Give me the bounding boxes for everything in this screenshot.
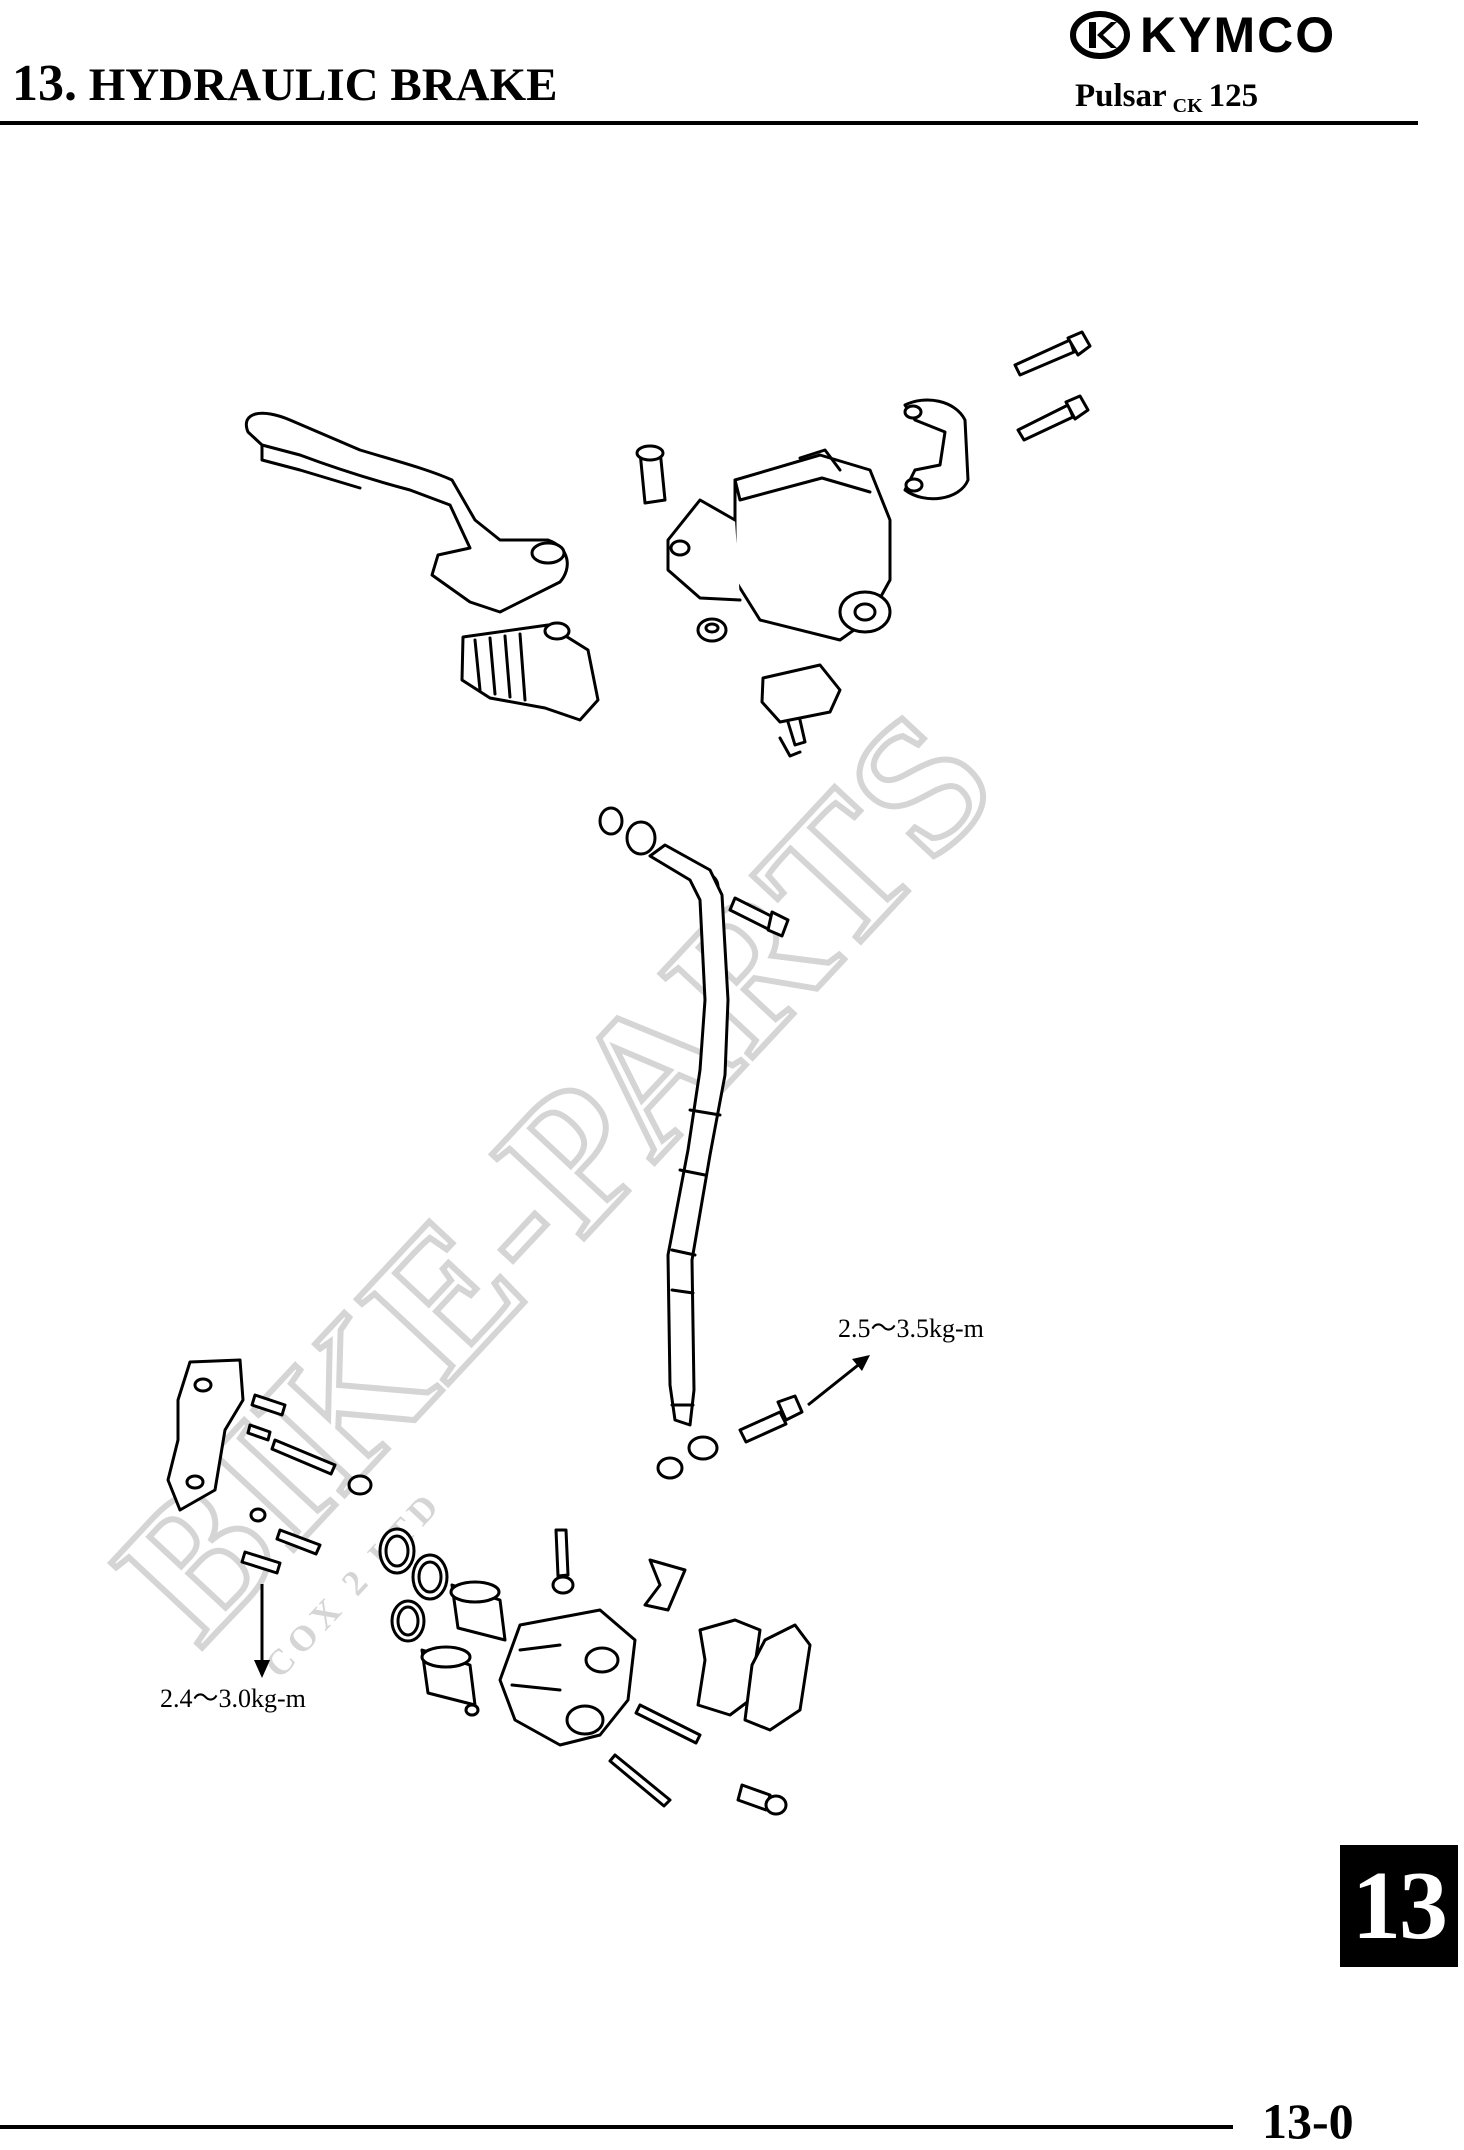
master-cylinder (666, 448, 892, 642)
torque-arrow-bracket (254, 1584, 270, 1678)
brake-pad-outer (743, 1623, 812, 1732)
caliper-mount-bolt (736, 1783, 788, 1816)
torque-label-hose-bolt: 2.5～3.5kg-m (838, 1314, 984, 1343)
torque-label-caliper-bracket: 2.4～3.0kg-m (160, 1684, 306, 1713)
torque-arrow-hose (807, 1355, 870, 1407)
pad-pin-upper (634, 1703, 702, 1745)
model-cc: 125 (1208, 78, 1259, 114)
caliper-bracket (166, 1358, 245, 1512)
caliper-seals (378, 1527, 449, 1643)
model-sub: CK (1172, 95, 1203, 117)
watermark-text: BIKE-PARTS (77, 672, 1036, 1679)
clamp-bolt-upper (1013, 330, 1092, 377)
brand-name: KYMCO (1140, 7, 1337, 63)
pad-pin-lower (608, 1753, 672, 1808)
stop-switch (760, 663, 842, 758)
bracket-bolts (240, 1393, 373, 1575)
page-title: 13. HYDRAULIC BRAKE (12, 58, 558, 110)
kymco-emblem-icon (1070, 11, 1130, 59)
mc-nut (696, 617, 728, 643)
brand-logo: KYMCO (1070, 6, 1415, 64)
lever-pivot-boot (460, 621, 600, 722)
model-name: Pulsar (1075, 78, 1167, 114)
mc-bolt (635, 444, 667, 505)
handlebar-clamp (903, 398, 970, 501)
header-divider (0, 121, 1418, 125)
caliper-body (498, 1608, 637, 1747)
chapter-number: 13. (12, 55, 77, 112)
brake-hose (648, 843, 730, 1480)
brake-pad-inner (696, 1618, 762, 1717)
footer-divider (0, 2125, 1233, 2129)
clamp-bolt-lower (1016, 394, 1090, 442)
chapter-tab: 13 (1340, 1845, 1458, 1967)
page-number: 13-0 (1262, 2093, 1354, 2149)
brake-lever (244, 411, 569, 614)
caliper-pistons (420, 1580, 507, 1707)
lower-banjo-bolt (738, 1394, 804, 1444)
chapter-title-text: HYDRAULIC BRAKE (88, 59, 558, 111)
pad-spring (643, 1558, 687, 1612)
bleeder-valve (551, 1528, 575, 1595)
small-washer (464, 1703, 480, 1717)
